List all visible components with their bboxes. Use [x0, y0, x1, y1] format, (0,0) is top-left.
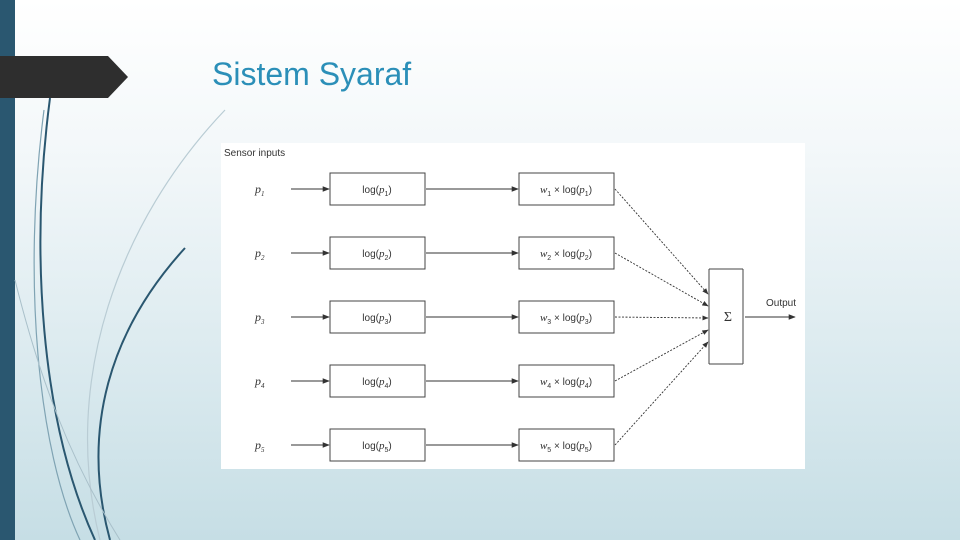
arrow-to-sum-4 — [614, 329, 709, 382]
log-box-label-3: log(p3) — [362, 312, 391, 326]
input-label-p3: p3 — [254, 310, 265, 326]
log-box-2 — [329, 236, 426, 270]
weight-box-3 — [518, 300, 615, 334]
sum-symbol: Σ — [724, 310, 732, 325]
arrow-to-sum-3 — [614, 315, 709, 321]
arrow-to-sum-5 — [614, 341, 709, 446]
sensor-inputs-header: Sensor inputs — [224, 148, 285, 159]
weight-box-4 — [518, 364, 615, 398]
neural-diagram: Sensor inputs Σ Output p1 log(p1) w1 × log… — [221, 143, 805, 469]
input-label-p4: p4 — [254, 374, 265, 390]
log-box-1 — [329, 172, 426, 206]
weight-box-label-1: w1 × log(p1) — [540, 184, 592, 198]
weight-box-5 — [518, 428, 615, 462]
output-label: Output — [766, 298, 796, 309]
slide-title: Sistem Syaraf — [212, 56, 412, 92]
weight-box-1 — [518, 172, 615, 206]
arrow-to-sum-1 — [614, 188, 709, 295]
log-box-label-2: log(p2) — [362, 248, 391, 262]
weight-box-label-4: w4 × log(p4) — [540, 376, 592, 390]
weight-box-label-3: w3 × log(p3) — [540, 312, 592, 326]
arrow-to-sum-2 — [614, 252, 709, 307]
weight-box-label-5: w5 × log(p5) — [540, 440, 592, 454]
log-box-label-4: log(p4) — [362, 376, 391, 390]
log-box-label-5: log(p5) — [362, 440, 391, 454]
title-tab-shape — [0, 56, 128, 98]
left-accent-bar — [0, 0, 15, 540]
log-box-4 — [329, 364, 426, 398]
input-label-p1: p1 — [254, 182, 265, 198]
log-box-label-1: log(p1) — [362, 184, 391, 198]
weight-box-2 — [518, 236, 615, 270]
log-box-3 — [329, 300, 426, 334]
input-label-p2: p2 — [254, 246, 265, 262]
input-label-p5: p5 — [254, 438, 265, 454]
weight-box-label-2: w2 × log(p2) — [540, 248, 592, 262]
log-box-5 — [329, 428, 426, 462]
